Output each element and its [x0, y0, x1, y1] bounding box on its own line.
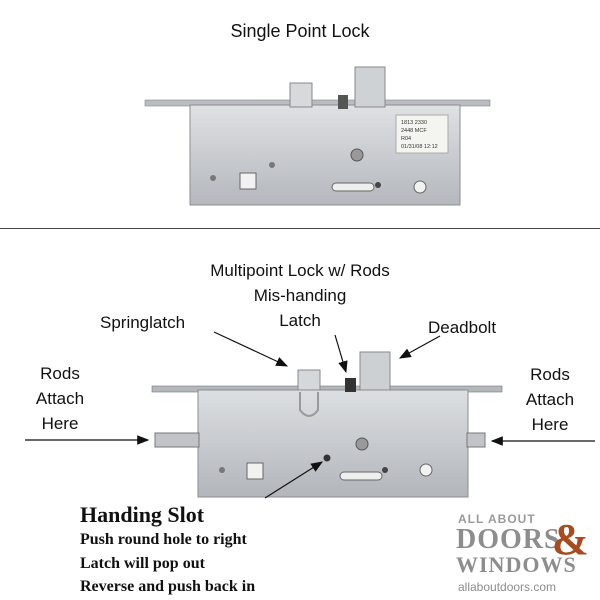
springlatch-label: Springlatch [100, 313, 186, 332]
rods-left-line-1: Rods [40, 364, 80, 383]
single-point-lock-image: 1813 2330 2448 MCF R04 01/31/08 12:12 [144, 66, 491, 206]
rods-right-line-2: Attach [525, 390, 575, 409]
handing-slot-title: Handing Slot [80, 502, 205, 527]
multipoint-lock-image [25, 331, 595, 499]
sticker-line-4: 01/31/08 12:12 [401, 144, 438, 150]
rods-left-line-3: Here [41, 414, 79, 433]
logo-ampersand: & [552, 515, 589, 564]
handing-instruction-1: Push round hole to right [80, 531, 247, 548]
sticker-line-2: 2448 MCF [401, 128, 427, 134]
mis-handing-label: Mis-handing [253, 286, 347, 305]
sticker-line-1: 1813 2330 [401, 120, 427, 126]
logo-url: allaboutdoors.com [458, 580, 557, 594]
multipoint-lock-title: Multipoint Lock w/ Rods [210, 261, 390, 280]
single-point-lock-title: Single Point Lock [230, 21, 370, 41]
logo-windows: WINDOWS [456, 552, 577, 577]
rods-right-line-3: Here [531, 415, 569, 434]
rods-left-line-2: Attach [35, 389, 85, 408]
deadbolt-label: Deadbolt [428, 318, 497, 337]
logo-line-1: ALL ABOUT [458, 512, 536, 526]
rods-right-line-1: Rods [530, 365, 570, 384]
handing-instruction-3: Reverse and push back in [80, 578, 256, 595]
handing-instruction-2: Latch will pop out [80, 555, 205, 572]
latch-label: Latch [279, 311, 321, 330]
brand-logo: ALL ABOUT DOORS & WINDOWS allaboutdoors.… [456, 512, 596, 598]
sticker-line-3: R04 [401, 136, 411, 142]
logo-doors: DOORS [456, 524, 561, 555]
section-divider [0, 228, 600, 229]
